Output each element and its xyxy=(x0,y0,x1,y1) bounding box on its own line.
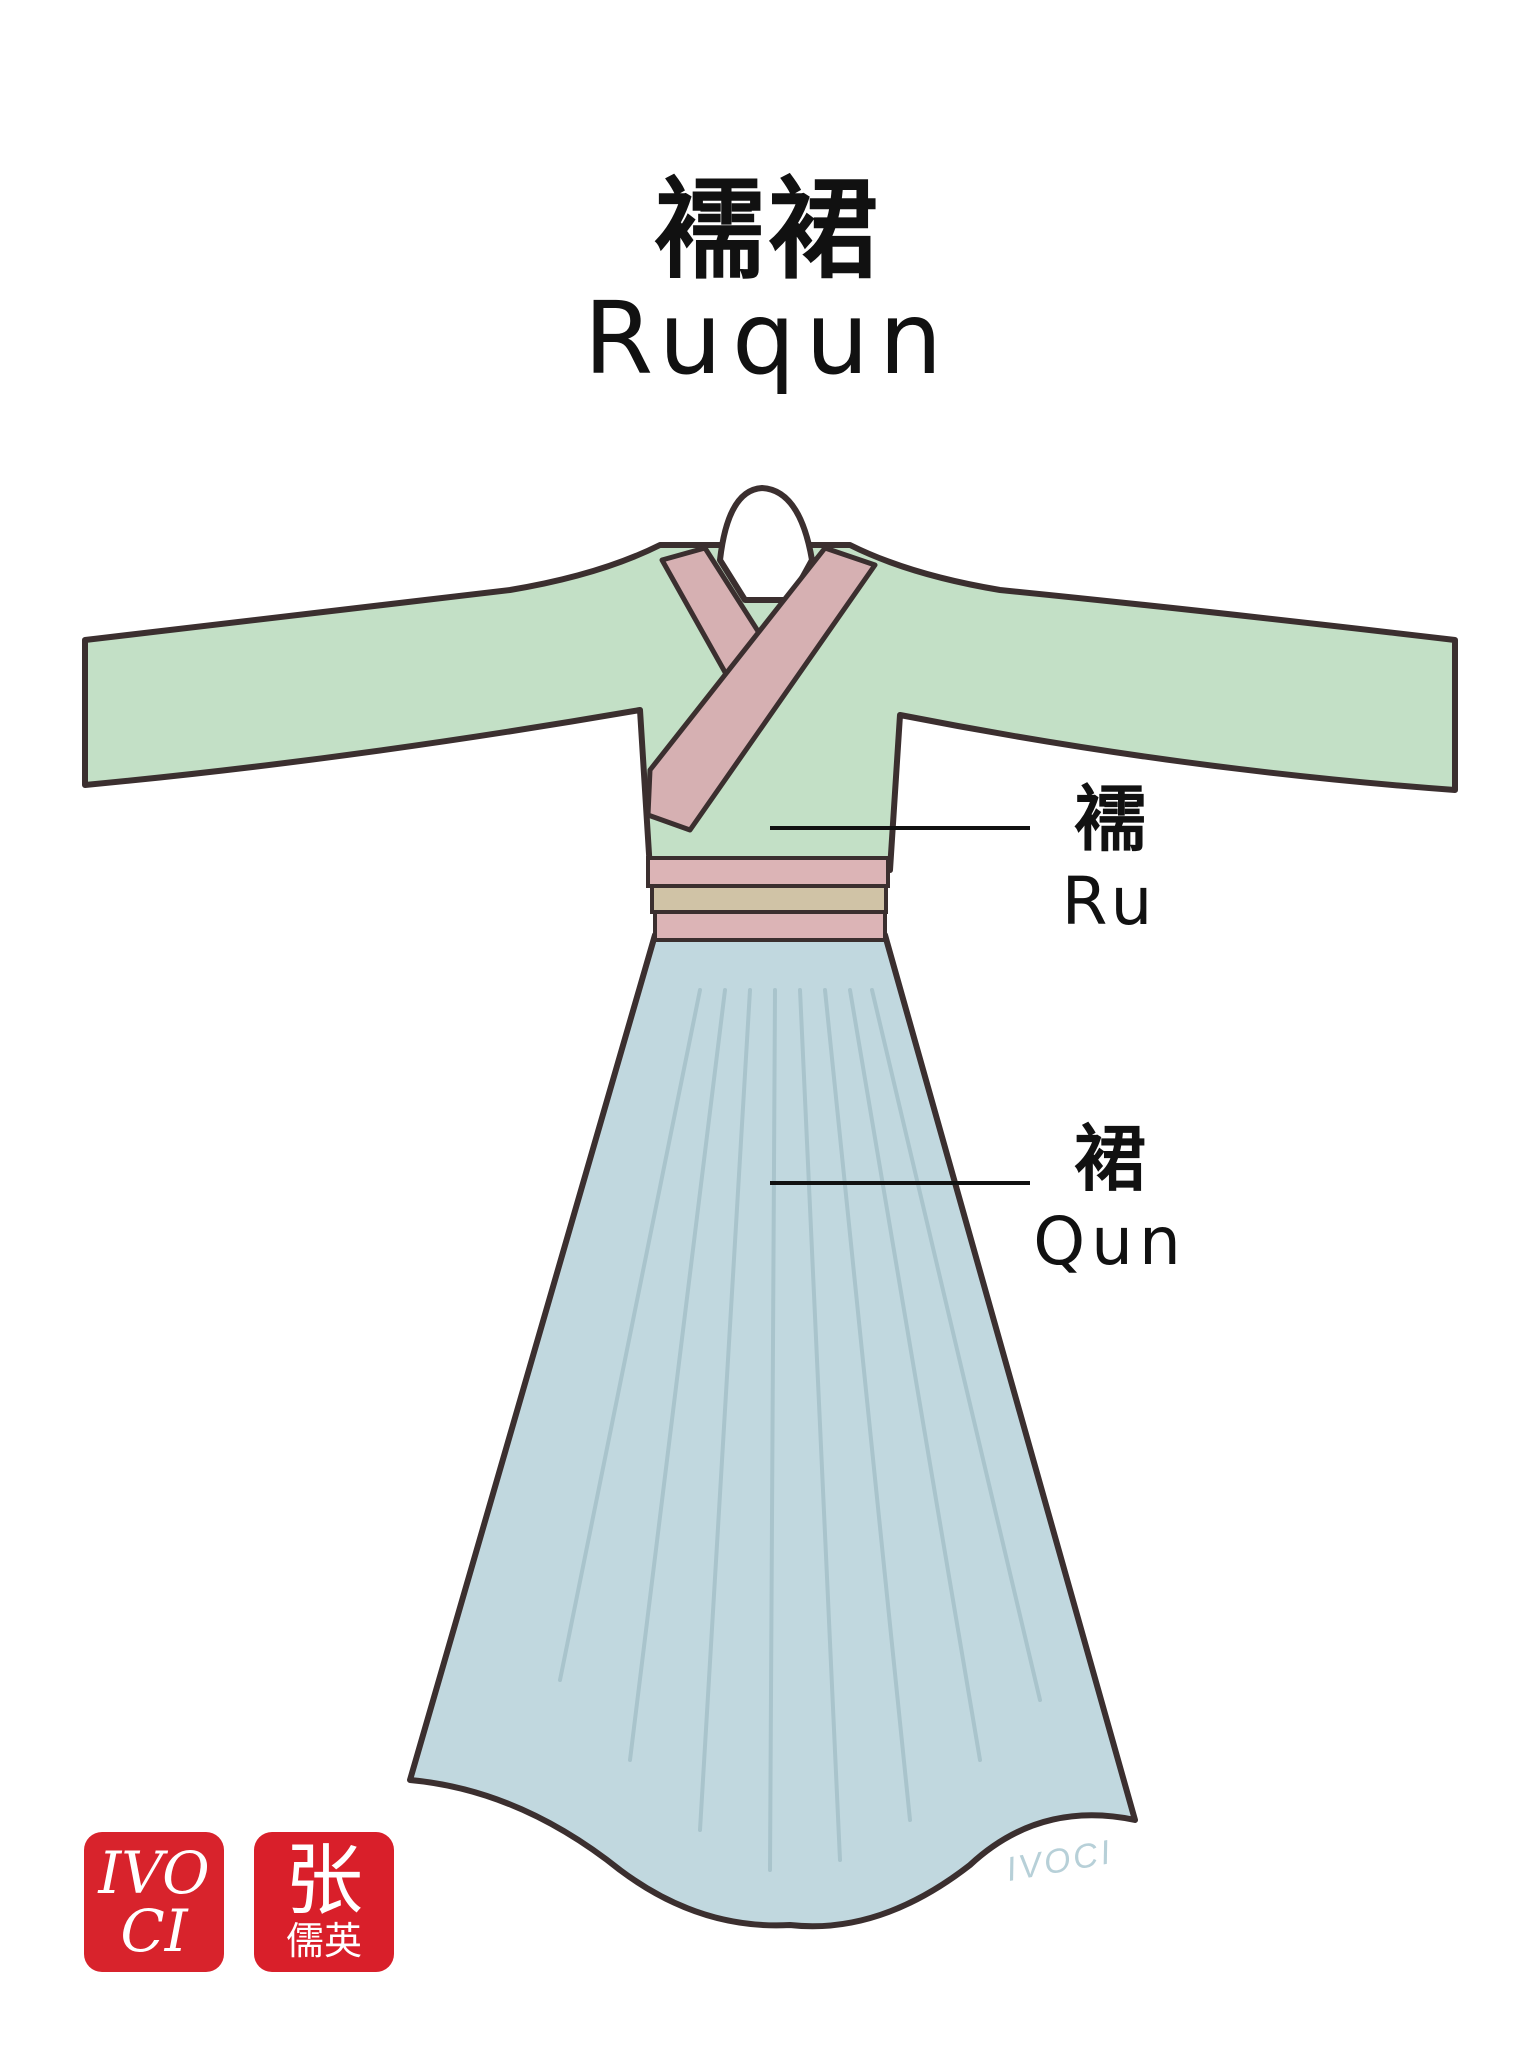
title-english: Ruqun xyxy=(583,280,953,397)
ivoci-seal-line2: CI xyxy=(120,1897,188,1965)
sash-pink-bottom xyxy=(653,910,887,942)
label-qun-english: Qun xyxy=(1033,1203,1187,1281)
ivoci-seal: IVO CI xyxy=(84,1832,224,1972)
zhang-seal: 张 儒英 xyxy=(254,1832,394,1972)
neck-form xyxy=(717,485,815,603)
skirt-pleats xyxy=(558,988,1042,1872)
label-qun-chinese: 裙 xyxy=(1073,1117,1146,1201)
zhang-seal-small: 儒英 xyxy=(285,1919,362,1963)
sash-pink-top xyxy=(646,856,890,888)
title-chinese: 襦裙 xyxy=(654,166,882,294)
label-qun: 裙 Qun xyxy=(1020,1117,1200,1285)
sash-tan xyxy=(650,884,888,914)
label-ru: 襦 Ru xyxy=(1040,777,1180,945)
label-ru-english: Ru xyxy=(1061,863,1159,941)
collar-right-band xyxy=(645,545,878,833)
zhang-seal-big: 张 xyxy=(284,1836,363,1926)
label-ru-chinese: 襦 xyxy=(1073,777,1146,861)
ivoci-seal-line1: IVO xyxy=(98,1839,210,1907)
